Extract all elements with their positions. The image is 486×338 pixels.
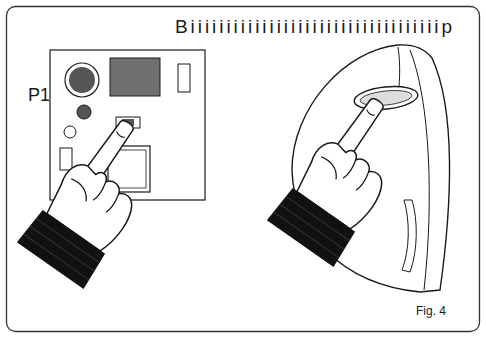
hand: [268, 88, 426, 266]
figure-number: Fig. 4: [416, 305, 446, 317]
button-label: P1: [28, 86, 50, 104]
frame: [7, 7, 480, 332]
beep-sound: Biiiiiiiiiiiiiiiiiiiiiiiiiiiiiiiiiiip: [175, 17, 455, 36]
hand: [18, 110, 176, 288]
